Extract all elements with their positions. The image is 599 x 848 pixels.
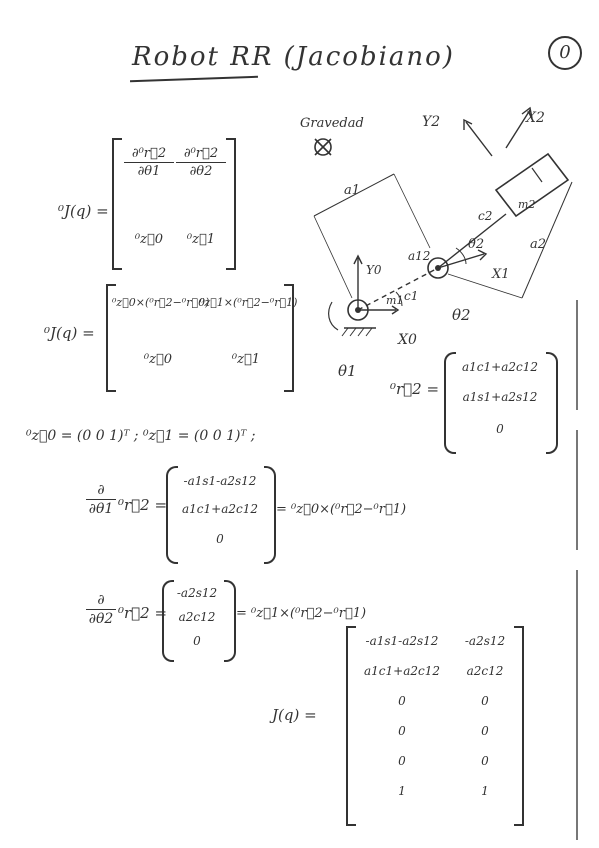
- jacobian-final-cell: 1: [481, 784, 489, 798]
- theta2-label: θ2: [468, 237, 484, 252]
- deriv-q2-row2: a2c12: [178, 610, 216, 624]
- page-margin-line: [576, 300, 578, 410]
- q1-label: θ1: [338, 362, 357, 380]
- page-margin-line: [576, 570, 578, 840]
- y0-label: Y0: [366, 263, 382, 277]
- deriv-q1-rhs: = ⁰z⃗0×(⁰r⃗2−⁰r⃗1): [276, 502, 407, 517]
- gravity-label: Gravedad: [300, 116, 364, 131]
- deriv-q1-row3: 0: [216, 532, 224, 546]
- m2-label: m2: [518, 198, 535, 211]
- x2-top-label: X2: [525, 110, 545, 126]
- a1-label: a1: [344, 183, 360, 198]
- position-vector-lhs: ⁰r⃗2 =: [390, 380, 440, 398]
- z-axes-definition: ⁰z⃗0 = (0 0 1)ᵀ ; ⁰z⃗1 = (0 0 1)ᵀ ;: [26, 428, 256, 444]
- robot-rr-diagram: Y2 X2 a1 Y0 a12 c2 m2 a2 X1 θ2 c1 m1 θ2 …: [313, 106, 573, 380]
- jacobian-final-cell: -a1s1-a2s12: [365, 634, 439, 648]
- deriv-q2-operator: ∂∂θ2: [86, 592, 116, 627]
- jacobian-cross-m11: ⁰z⃗0×(⁰r⃗2−⁰r⃗0): [112, 296, 210, 309]
- page-number: 0: [548, 36, 582, 70]
- jacobian-final-cell: 0: [398, 754, 406, 768]
- matrix-left-bracket: [346, 626, 356, 826]
- jacobian-final-cell: 0: [398, 724, 406, 738]
- x1-label: X1: [491, 267, 510, 282]
- c2-label: c2: [478, 209, 492, 223]
- jacobian-final-cell: 0: [481, 694, 489, 708]
- matrix-right-bracket: [226, 138, 236, 270]
- deriv-q2-vec: ⁰r⃗2 =: [118, 604, 168, 622]
- deriv-q1-operator: ∂∂θ1: [86, 482, 116, 517]
- jacobian-cross-m22: ⁰z⃗1: [231, 352, 261, 367]
- page-margin-line: [576, 430, 578, 550]
- jacobian-final-cell: 0: [398, 694, 406, 708]
- vector-left-paren: [166, 466, 178, 564]
- jacobian-cross-m21: ⁰z⃗0: [143, 352, 173, 367]
- page-title: Robot RR (Jacobiano): [132, 42, 455, 72]
- jacobian-final-lhs: J(q) =: [272, 706, 317, 724]
- title-underline: [130, 75, 258, 83]
- jacobian-final-cell: -a2s12: [464, 634, 506, 648]
- y2-label: Y2: [422, 114, 440, 130]
- jacobian-general-m22: ⁰z⃗1: [186, 232, 216, 247]
- m1-label: m1: [386, 294, 403, 307]
- matrix-right-bracket: [284, 284, 294, 392]
- deriv-q2-row3: 0: [193, 634, 201, 648]
- vector-right-paren: [264, 466, 276, 564]
- matrix-left-bracket: [112, 138, 122, 270]
- c1-label: c1: [404, 289, 418, 303]
- vector-left-paren: [162, 580, 174, 662]
- position-vector-row1: a1c1+a2c12: [462, 360, 538, 374]
- jacobian-final-cell: a1c1+a2c12: [364, 664, 440, 678]
- jacobian-final-cell: 0: [481, 724, 489, 738]
- deriv-q2-row1: -a2s12: [176, 586, 218, 600]
- q2-label: θ2: [452, 306, 471, 324]
- matrix-right-bracket: [514, 626, 524, 826]
- gravity-symbol-icon: [314, 138, 332, 156]
- a12-label: a12: [408, 249, 430, 263]
- jacobian-cross-m12: ⁰z⃗1×(⁰r⃗2−⁰r⃗1): [200, 296, 298, 309]
- x0-label: X0: [397, 332, 417, 348]
- jacobian-final-cell: 0: [481, 754, 489, 768]
- jacobian-general-m21: ⁰z⃗0: [134, 232, 164, 247]
- jacobian-general-m12: ∂⁰r⃗2∂θ2: [176, 146, 226, 179]
- vector-right-paren: [546, 352, 558, 454]
- deriv-q1-vec: ⁰r⃗2 =: [118, 496, 168, 514]
- deriv-q1-row2: a1c1+a2c12: [182, 502, 258, 516]
- jacobian-final-cell: a2c12: [466, 664, 504, 678]
- deriv-q2-rhs: = ⁰z⃗1×(⁰r⃗2−⁰r⃗1): [236, 606, 367, 621]
- deriv-q1-row1: -a1s1-a2s12: [183, 474, 257, 488]
- vector-left-paren: [444, 352, 456, 454]
- matrix-left-bracket: [106, 284, 116, 392]
- a2-label: a2: [530, 237, 546, 252]
- jacobian-final-cell: 1: [398, 784, 406, 798]
- jacobian-general-m11: ∂⁰r⃗2∂θ1: [124, 146, 174, 179]
- jacobian-cross-lhs: ⁰J(q) =: [44, 324, 95, 342]
- vector-right-paren: [224, 580, 236, 662]
- position-vector-row2: a1s1+a2s12: [462, 390, 538, 404]
- position-vector-row3: 0: [496, 422, 504, 436]
- jacobian-general-lhs: ⁰J(q) =: [58, 202, 109, 220]
